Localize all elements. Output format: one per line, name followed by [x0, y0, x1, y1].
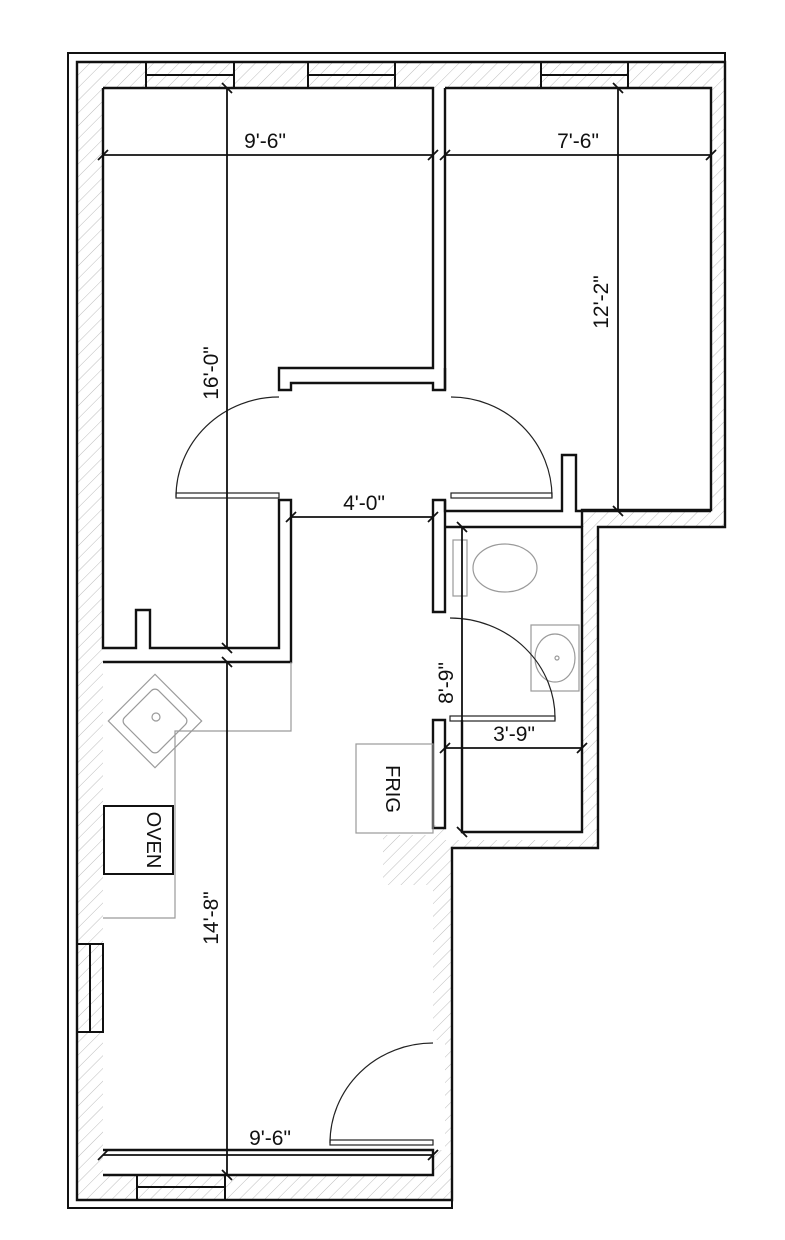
bath-wall-lower — [431, 718, 447, 830]
dim-bedroom-2-depth: 12'-2" — [590, 275, 613, 329]
dim-bedroom-1-depth: 16'-0" — [200, 346, 223, 400]
fridge-label: FRIG — [381, 765, 403, 813]
dim-bath-length: 8'-9" — [435, 662, 458, 704]
door-bathroom — [449, 617, 556, 722]
bottom-wall-inner — [103, 1148, 435, 1177]
oven: OVEN — [103, 805, 174, 875]
dim-living-width: 9'-6" — [249, 1127, 291, 1150]
window-left — [76, 943, 104, 1033]
kitchen-counter — [103, 662, 292, 919]
bathroom-walls — [445, 525, 584, 834]
dim-bedroom-2-width: 7'-6" — [557, 130, 599, 153]
outer-border — [67, 52, 726, 1209]
bedroom-2-lower-wall — [443, 453, 711, 513]
dimension-lines — [97, 82, 717, 1181]
fridge: FRIG — [355, 743, 434, 834]
bedroom-1-walls — [103, 86, 713, 527]
exterior-wall — [77, 62, 725, 1200]
toilet-icon — [452, 539, 538, 597]
kitchen-sink-drain-icon — [151, 712, 161, 722]
door-bedroom-2 — [450, 396, 553, 499]
dim-bath-width: 3'-9" — [493, 723, 535, 746]
oven-label: OVEN — [142, 812, 164, 869]
exterior-wall-outline — [75, 60, 727, 1202]
dim-living-depth: 14'-8" — [200, 891, 223, 945]
bedroom-1-lower-walls — [101, 88, 293, 664]
dim-hall-width: 4'-0" — [343, 492, 385, 515]
dim-bedroom-1-width: 9'-6" — [244, 130, 286, 153]
bath-sink-icon — [530, 624, 580, 692]
bath-wall-upper — [431, 498, 447, 614]
door-entry — [329, 1042, 434, 1146]
